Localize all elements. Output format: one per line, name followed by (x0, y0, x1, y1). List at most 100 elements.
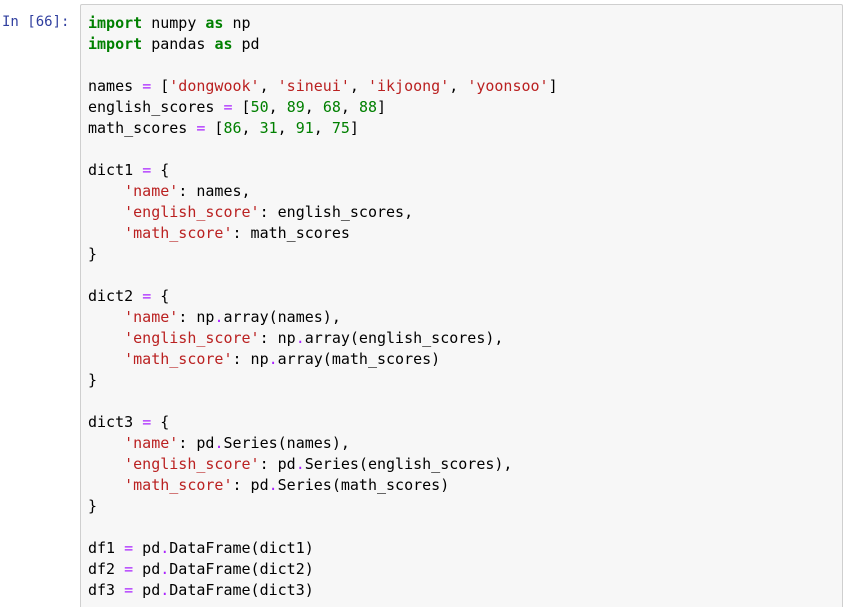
code-token: . (295, 455, 305, 473)
code-token: : english_scores, (259, 203, 414, 221)
code-token: ] (377, 98, 387, 116)
code-token: dict3 (88, 413, 143, 431)
code-token: pd (133, 581, 161, 599)
code-token (88, 455, 124, 473)
code-token: = (196, 119, 206, 137)
code-line: dict2 = { (88, 286, 558, 307)
code-token: df1 (88, 539, 125, 557)
code-token: , (268, 98, 287, 116)
code-token: array(math_scores) (277, 350, 441, 368)
code-token: 'math_score' (124, 224, 233, 242)
code-token: math_scores (88, 119, 197, 137)
code-token: = (124, 539, 134, 557)
code-token (88, 350, 124, 368)
code-token: { (151, 413, 170, 431)
code-token: [ (205, 119, 224, 137)
code-token: 'name' (124, 308, 179, 326)
code-line: names = ['dongwook', 'sineui', 'ikjoong'… (88, 76, 558, 97)
code-token: } (88, 245, 98, 263)
code-token: 50 (250, 98, 269, 116)
code-line: } (88, 244, 558, 265)
code-token: = (124, 560, 134, 578)
code-token: , (241, 119, 260, 137)
code-token: 'dongwook' (169, 77, 260, 95)
code-token: 75 (331, 119, 350, 137)
code-line (88, 265, 558, 286)
code-token: 'name' (124, 182, 179, 200)
code-token: 'math_score' (124, 476, 233, 494)
code-token: { (151, 287, 170, 305)
code-token: ] (548, 77, 558, 95)
code-line: dict3 = { (88, 412, 558, 433)
code-line (88, 139, 558, 160)
code-token: DataFrame(dict1) (169, 539, 314, 557)
code-token: 68 (322, 98, 341, 116)
code-token: = (142, 413, 152, 431)
code-line: 'name': pd.Series(names), (88, 433, 558, 454)
code-token (88, 182, 124, 200)
code-token: DataFrame(dict2) (169, 560, 314, 578)
code-token (88, 224, 124, 242)
code-token: : np (259, 329, 296, 347)
code-token: , (340, 98, 359, 116)
code-token: array(english_scores), (304, 329, 504, 347)
code-line: import pandas as pd (88, 34, 558, 55)
code-token: 31 (259, 119, 278, 137)
code-token: = (142, 77, 152, 95)
code-token: [ (232, 98, 251, 116)
code-token: DataFrame(dict3) (169, 581, 314, 599)
code-token: [ (151, 77, 170, 95)
code-token: names (88, 77, 143, 95)
code-token: . (268, 350, 278, 368)
code-line: 'name': names, (88, 181, 558, 202)
code-token: : pd (232, 476, 269, 494)
code-token: 91 (295, 119, 314, 137)
code-token: df2 (88, 560, 125, 578)
code-token (88, 329, 124, 347)
code-token: : np (178, 308, 215, 326)
code-token: dict2 (88, 287, 143, 305)
code-line: df3 = pd.DataFrame(dict3) (88, 580, 558, 601)
code-line: df1 = pd.DataFrame(dict1) (88, 538, 558, 559)
code-token: as (214, 35, 233, 53)
code-token: 'yoonsoo' (467, 77, 549, 95)
code-token: Series(names), (223, 434, 350, 452)
code-token: : names, (178, 182, 251, 200)
code-line (88, 55, 558, 76)
code-token: df3 (88, 581, 125, 599)
code-line (88, 391, 558, 412)
code-line: 'math_score': pd.Series(math_scores) (88, 475, 558, 496)
code-token: . (160, 539, 170, 557)
code-token (88, 203, 124, 221)
code-token: 'english_score' (124, 203, 260, 221)
code-token (88, 434, 124, 452)
code-token: ] (349, 119, 359, 137)
code-token: numpy (142, 14, 206, 32)
code-line: 'name': np.array(names), (88, 307, 558, 328)
code-line: } (88, 496, 558, 517)
code-token: 'math_score' (124, 350, 233, 368)
code-token: np (223, 14, 251, 32)
code-token: } (88, 497, 98, 515)
code-token: . (160, 581, 170, 599)
code-token: : np (232, 350, 269, 368)
code-token: pd (232, 35, 260, 53)
code-token: as (205, 14, 224, 32)
code-token: , (449, 77, 468, 95)
code-token: . (160, 560, 170, 578)
code-token: = (223, 98, 233, 116)
code-line: math_scores = [86, 31, 91, 75] (88, 118, 558, 139)
code-token (88, 476, 124, 494)
code-token: pd (133, 539, 161, 557)
code-token: pd (133, 560, 161, 578)
code-line: import numpy as np (88, 13, 558, 34)
code-token: 'ikjoong' (367, 77, 450, 95)
code-token: : pd (178, 434, 215, 452)
code-token: 'sineui' (277, 77, 350, 95)
code-token: = (124, 581, 134, 599)
code-token: . (214, 308, 224, 326)
code-token: pandas (142, 35, 215, 53)
code-token: . (295, 329, 305, 347)
